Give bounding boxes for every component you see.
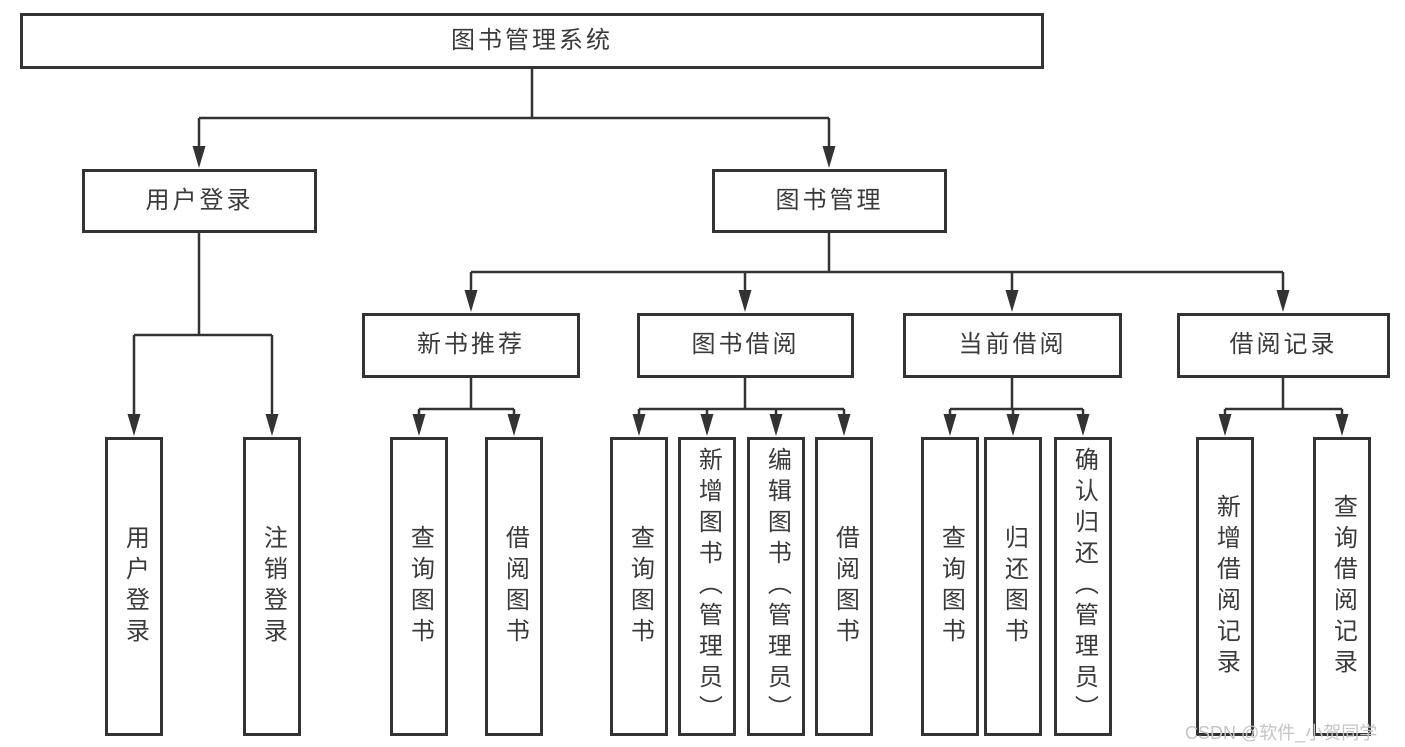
connector-root-to-level2 [192,69,836,168]
leaf-borrow-books: 借阅图书 [815,437,873,736]
connector-book-borrow-children [632,378,851,436]
node-current-borrow: 当前借阅 [903,313,1122,378]
connector-borrow-records-children [1218,378,1349,436]
csdn-watermark: CSDN @软件_小贺同学 [1185,723,1378,743]
connector-book-management-children [464,233,1290,312]
node-book-borrow: 图书借阅 [637,313,854,378]
node-library-system: 图书管理系统 [20,13,1044,69]
leaf-user-login: 用户登录 [105,437,163,736]
connector-user-login-children [127,233,279,436]
leaf-add-book-admin: 新增图书（管理员） [678,437,736,736]
connector-new-book-children [412,378,521,436]
node-user-login: 用户登录 [82,169,317,233]
leaf-query-books-borrow: 查询图书 [610,437,668,736]
leaf-query-books-recommend: 查询图书 [390,437,448,736]
node-borrow-records: 借阅记录 [1177,313,1390,378]
leaf-edit-book-admin: 编辑图书（管理员） [747,437,805,736]
leaf-add-borrow-record: 新增借阅记录 [1196,437,1254,736]
leaf-confirm-return-admin: 确认归还（管理员） [1054,437,1112,736]
leaf-borrow-books-recommend: 借阅图书 [485,437,543,736]
leaf-query-borrow-record: 查询借阅记录 [1313,437,1371,736]
node-book-management: 图书管理 [712,169,947,233]
leaf-query-books-current: 查询图书 [921,437,979,736]
node-new-book-recommend: 新书推荐 [362,313,580,378]
leaf-return-book: 归还图书 [984,437,1042,736]
connector-current-borrow-children [943,378,1090,436]
leaf-logout: 注销登录 [243,437,301,736]
